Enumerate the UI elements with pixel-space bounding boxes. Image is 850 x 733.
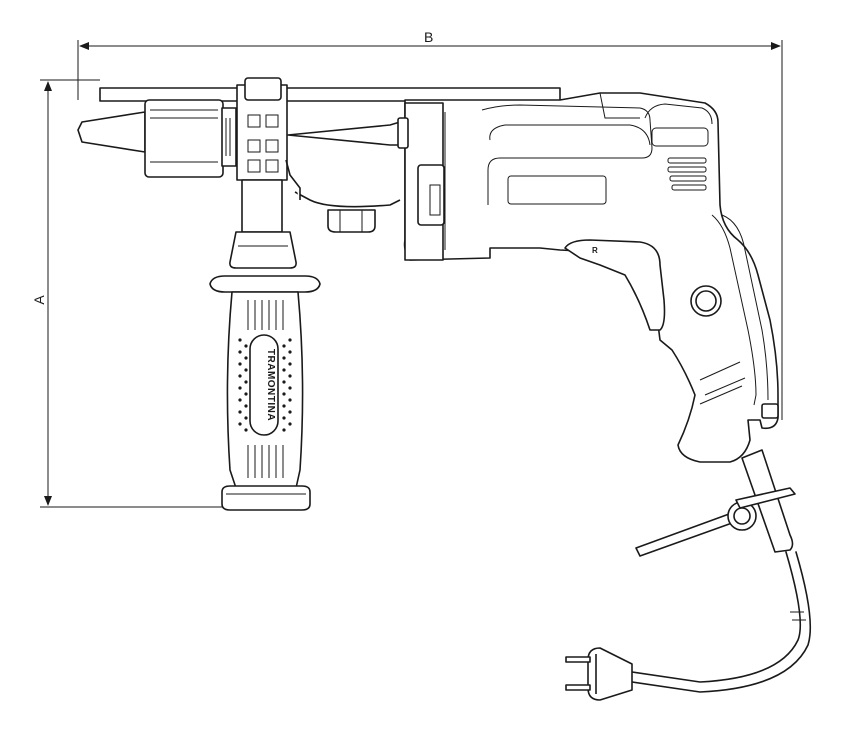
grip-ribs-top bbox=[247, 300, 284, 330]
motor-housing bbox=[294, 92, 779, 463]
reverse-label: R bbox=[592, 246, 598, 255]
chuck bbox=[77, 99, 237, 178]
dimension-a: A bbox=[31, 79, 225, 508]
front-housing bbox=[287, 102, 445, 261]
power-cord bbox=[631, 449, 812, 693]
grip-ribs-bottom bbox=[247, 445, 284, 478]
depth-gauge-rod bbox=[99, 87, 561, 102]
grip-dots bbox=[238, 338, 292, 432]
trigger: R bbox=[564, 239, 666, 331]
side-handle-grip: TRAMONTINA bbox=[209, 275, 321, 511]
dimension-b: B bbox=[77, 29, 783, 420]
plug bbox=[565, 647, 633, 701]
dimension-b-label: B bbox=[424, 29, 433, 45]
rear-tab bbox=[761, 403, 779, 419]
side-handle-clamp bbox=[229, 77, 301, 269]
brand-logo: TRAMONTINA bbox=[265, 349, 276, 421]
lock-button bbox=[690, 285, 722, 317]
dimension-a-label: A bbox=[31, 295, 47, 305]
